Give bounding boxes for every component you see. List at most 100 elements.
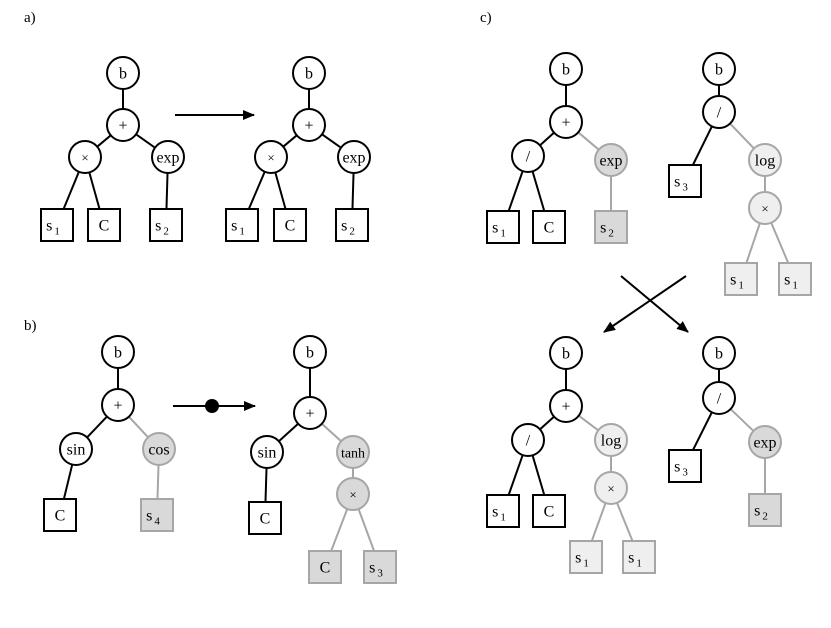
operator-circle xyxy=(151,140,185,174)
node-label: + xyxy=(113,398,122,415)
node-label: b xyxy=(305,66,313,83)
node-label: × xyxy=(81,150,88,165)
tree-edge xyxy=(282,134,298,148)
tree-edge xyxy=(96,134,112,148)
leaf-box xyxy=(43,498,77,532)
node-label: log xyxy=(601,433,621,450)
operator-circle xyxy=(106,108,140,142)
leaf-box xyxy=(225,208,259,242)
leaf-node: C xyxy=(43,498,77,532)
node-label: exp xyxy=(599,153,622,170)
leaf-node: C xyxy=(308,550,342,584)
operator-node: × xyxy=(254,140,288,174)
operator-node: / xyxy=(702,95,736,129)
leaf-box xyxy=(87,208,121,242)
node-label: C xyxy=(320,560,331,577)
node-label: sin xyxy=(258,445,277,462)
operator-circle xyxy=(511,139,545,173)
operator-node: b xyxy=(549,336,583,370)
leaf-box xyxy=(724,262,758,296)
operator-circle xyxy=(748,191,782,225)
tree-edge xyxy=(590,502,607,542)
tree-edge xyxy=(507,454,524,496)
operator-node: + xyxy=(293,396,327,430)
operator-node: b xyxy=(292,56,326,90)
operator-circle xyxy=(702,95,736,129)
node-label: b xyxy=(119,66,127,83)
tree-edge xyxy=(88,172,101,210)
tree-edge xyxy=(745,222,761,264)
operator-circle xyxy=(511,423,545,457)
operator-node: / xyxy=(511,423,545,457)
mutation-point-dot xyxy=(205,399,219,413)
operator-circle xyxy=(549,389,583,423)
tree-edge xyxy=(531,171,546,212)
operator-node: × xyxy=(594,471,628,505)
leaf-box xyxy=(532,494,566,528)
leaf-node: C xyxy=(532,494,566,528)
leaf-node: C xyxy=(532,210,566,244)
tree-edge xyxy=(62,464,74,500)
operator-node: + xyxy=(549,105,583,139)
operator-circle xyxy=(702,336,736,370)
tree-edge xyxy=(274,172,287,210)
node-label: C xyxy=(55,508,66,525)
tree-edge xyxy=(691,125,713,166)
node-label: / xyxy=(717,391,722,408)
panel-label-b: b) xyxy=(24,318,37,334)
operator-circle xyxy=(336,435,370,469)
operation-arrows xyxy=(173,110,689,413)
tree-edge xyxy=(539,415,555,431)
crossover-arrow-left xyxy=(603,275,687,333)
operator-circle xyxy=(337,140,371,174)
operator-node: / xyxy=(702,381,736,415)
node-label: / xyxy=(717,105,722,122)
node-label: exp xyxy=(753,435,776,452)
operator-circle xyxy=(594,471,628,505)
node-label: / xyxy=(526,149,531,166)
operator-circle xyxy=(292,108,326,142)
tree-edge xyxy=(729,122,755,150)
node-label: × xyxy=(349,487,356,502)
panel-labels: a)b)c) xyxy=(24,10,492,334)
node-label: C xyxy=(544,220,555,237)
node-label: C xyxy=(99,218,110,235)
leaf-box xyxy=(569,540,603,574)
leaf-box xyxy=(486,210,520,244)
operator-node: × xyxy=(68,140,102,174)
tree-edge xyxy=(321,133,342,149)
tree-edge xyxy=(330,508,349,552)
leaf-box xyxy=(308,550,342,584)
operator-node: b xyxy=(702,336,736,370)
tree-edge xyxy=(321,423,342,442)
tree-edge xyxy=(62,171,80,210)
operator-circle xyxy=(549,52,583,86)
node-label: b xyxy=(306,345,314,362)
operator-circle xyxy=(101,335,135,369)
leaf-box xyxy=(532,210,566,244)
operator-node: b xyxy=(549,52,583,86)
